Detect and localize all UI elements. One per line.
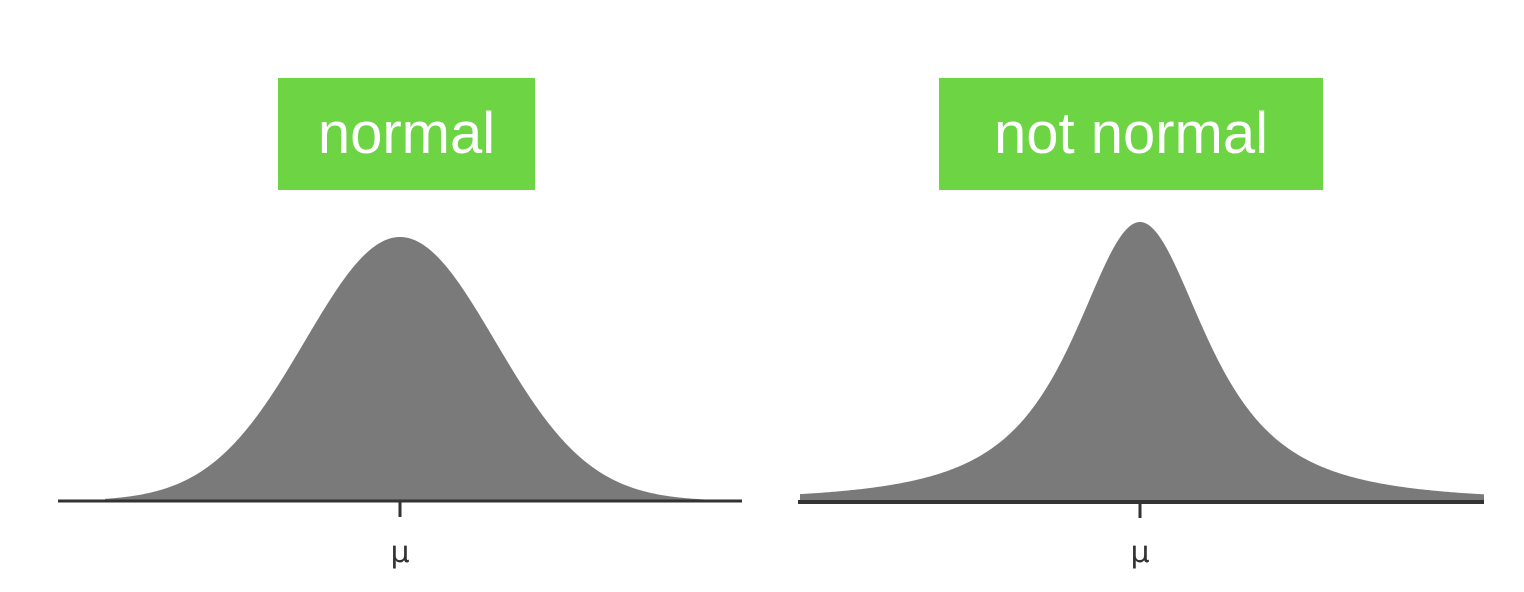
normal-label: normal	[278, 78, 535, 190]
left-mu-label: μ	[390, 535, 410, 570]
normal-curve-shape	[105, 237, 740, 501]
not-normal-label: not normal	[939, 78, 1323, 190]
right-mu-label: μ	[1130, 535, 1150, 570]
not-normal-curve-shape	[800, 222, 1484, 502]
